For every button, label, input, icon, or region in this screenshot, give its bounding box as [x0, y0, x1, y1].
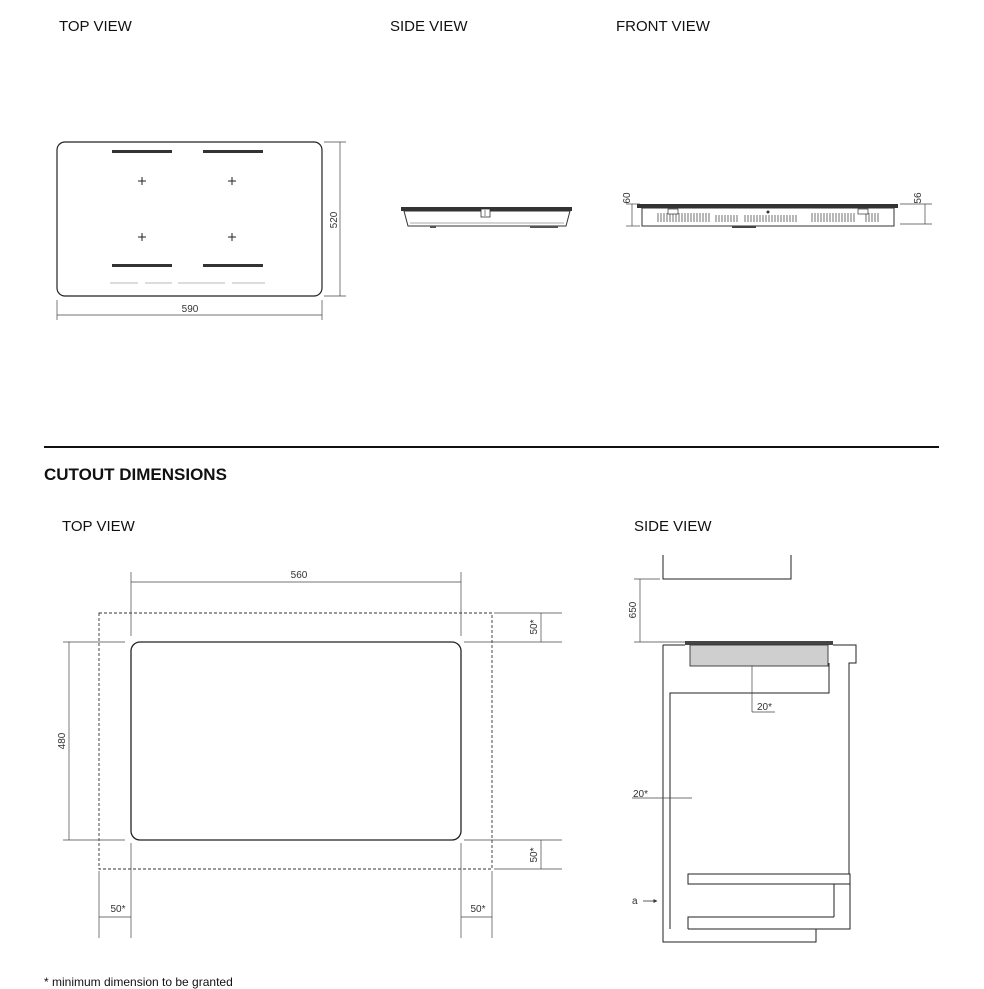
cutout-outline: [130, 641, 462, 841]
zone-bar: [203, 264, 263, 267]
front-height-right-value: 56: [913, 192, 924, 204]
vent-grille: [657, 213, 879, 222]
product-side-view: [401, 207, 572, 228]
zone-bar: [112, 150, 172, 153]
clearance-above-value: 650: [628, 601, 639, 618]
front-height-left-value: 60: [622, 192, 633, 204]
width-dimension: [56, 300, 323, 320]
cutout-side-view: 650 20* 20* a: [628, 555, 857, 943]
product-top-view-label: TOP VIEW: [59, 18, 132, 35]
cutout-section-title: CUTOUT DIMENSIONS: [44, 465, 227, 484]
front-height-dimensions: [626, 203, 932, 227]
zone-bar: [203, 150, 263, 153]
margin-right-value: 50*: [470, 904, 485, 915]
product-front-view-label: FRONT VIEW: [616, 18, 710, 35]
cutout-side-view-label: SIDE VIEW: [634, 518, 712, 535]
worktop-outline: [98, 612, 493, 870]
section-divider: [44, 446, 939, 448]
product-side-view-label: SIDE VIEW: [390, 18, 468, 35]
glass-top-front: [637, 204, 898, 208]
zone-bar: [112, 264, 172, 267]
margin-left-value: 50*: [110, 904, 125, 915]
cutout-width-value: 560: [291, 570, 308, 581]
margin-top-value: 50*: [529, 619, 540, 634]
marker-a: a: [632, 896, 638, 907]
gap-below-value: 20*: [757, 702, 772, 713]
margin-bottom-value: 50*: [529, 847, 540, 862]
product-front-view: 60 56: [622, 192, 932, 228]
depth-value: 520: [329, 211, 340, 228]
gap-rear-value: 20*: [633, 789, 648, 800]
hob-outline: [56, 141, 323, 297]
cutout-top-view: 560 480 50* 50* 50* 50*: [57, 570, 562, 938]
cutout-depth-value: 480: [57, 732, 68, 749]
zone-center-marks: [138, 177, 236, 241]
hob-body: [689, 644, 829, 667]
width-value: 590: [182, 304, 199, 315]
product-top-view: 520 590: [56, 141, 346, 320]
hob-glass: [685, 641, 833, 645]
depth-dimension: [324, 141, 346, 297]
cutout-top-view-label: TOP VIEW: [62, 518, 135, 535]
